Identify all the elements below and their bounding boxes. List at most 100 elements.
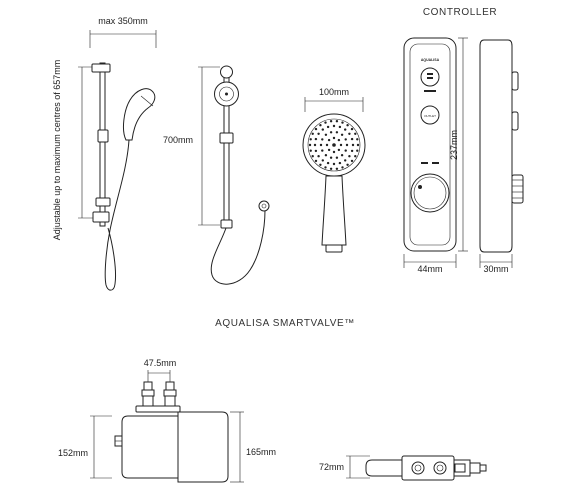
nozzle bbox=[335, 120, 339, 123]
nozzle bbox=[309, 149, 312, 152]
nozzle bbox=[317, 155, 320, 158]
nozzle bbox=[338, 161, 342, 165]
inlet-centres-dimension: 47.5mm bbox=[144, 358, 177, 368]
nozzle bbox=[327, 148, 331, 152]
nozzle bbox=[346, 124, 349, 127]
riser-rail-kit: max 350mm Adjustable up to maximum centr… bbox=[52, 16, 157, 291]
nozzle bbox=[354, 155, 357, 158]
nozzle bbox=[350, 127, 354, 131]
nozzle bbox=[356, 138, 359, 141]
side-button-middle bbox=[511, 111, 519, 131]
nozzle bbox=[319, 163, 322, 166]
valve-body-right bbox=[177, 411, 229, 483]
nozzle bbox=[335, 131, 339, 134]
nozzle bbox=[311, 132, 314, 135]
nozzle bbox=[356, 149, 359, 152]
nozzle bbox=[313, 143, 317, 147]
nozzle bbox=[344, 128, 347, 131]
nozzle bbox=[332, 124, 336, 128]
outlet-button-middle-label: OUTLET bbox=[424, 114, 436, 118]
rail-height-dimension: 700mm bbox=[163, 135, 193, 145]
max-width-dimension: max 350mm bbox=[98, 16, 148, 26]
controller-side-view: 30mm bbox=[479, 39, 524, 274]
nozzle bbox=[325, 143, 329, 147]
valve-height-left-dimension: 152mm bbox=[58, 448, 88, 458]
nozzle bbox=[327, 138, 331, 142]
nozzle bbox=[324, 166, 327, 169]
nozzle bbox=[324, 133, 328, 136]
nozzle bbox=[321, 149, 324, 152]
nozzle bbox=[329, 131, 333, 134]
nozzle bbox=[350, 149, 354, 153]
nozzle bbox=[332, 136, 336, 140]
nozzle bbox=[354, 132, 357, 135]
handset-front-view: 100mm bbox=[302, 87, 366, 253]
nozzle bbox=[337, 138, 341, 142]
top-wall-bracket bbox=[91, 63, 111, 73]
controller-side-body bbox=[479, 39, 513, 253]
nozzle bbox=[350, 137, 354, 141]
nozzle bbox=[356, 143, 360, 147]
nozzle bbox=[324, 121, 327, 124]
spray-nozzles bbox=[308, 120, 360, 170]
nozzle bbox=[348, 132, 351, 135]
nozzle bbox=[338, 125, 342, 129]
nozzle bbox=[344, 138, 347, 141]
riser-rail bbox=[99, 62, 106, 227]
side-dial bbox=[511, 174, 524, 204]
nozzle bbox=[337, 148, 341, 152]
handset-side-view bbox=[122, 88, 156, 141]
nozzle bbox=[351, 143, 355, 147]
nozzle bbox=[329, 156, 333, 159]
nozzle bbox=[341, 166, 344, 169]
nozzle bbox=[314, 137, 318, 141]
nozzle bbox=[348, 155, 351, 158]
smartvalve-top-view: 72mm bbox=[319, 455, 487, 481]
nozzle bbox=[319, 124, 322, 127]
nozzle bbox=[332, 150, 336, 154]
nozzle bbox=[324, 154, 328, 157]
controller-width-dimension: 44mm bbox=[417, 264, 442, 274]
nozzle bbox=[321, 128, 324, 131]
nozzle bbox=[332, 162, 336, 166]
bottom-wall-bracket bbox=[92, 211, 110, 223]
nozzle bbox=[319, 143, 323, 147]
smartvalve-front-view: 47.5mm 152mm 165mm bbox=[58, 358, 276, 483]
handset-handle bbox=[321, 175, 347, 246]
nozzle bbox=[326, 125, 330, 129]
nozzle bbox=[340, 133, 344, 136]
nozzle bbox=[335, 156, 339, 159]
nozzle bbox=[344, 149, 347, 152]
nozzle bbox=[344, 159, 347, 162]
temperature-dial[interactable] bbox=[410, 173, 450, 213]
valve-body-left bbox=[121, 415, 179, 479]
nozzle bbox=[329, 167, 333, 170]
nozzle bbox=[314, 149, 318, 153]
nozzle bbox=[345, 143, 349, 147]
controller-height-dimension: 237mm bbox=[449, 130, 459, 160]
controller-front-view: AQUALISA OUTLET 237mm 44mm bbox=[403, 37, 468, 274]
nozzle bbox=[314, 159, 318, 163]
adjustable-centres-dimension: Adjustable up to maximum centres of 657m… bbox=[52, 60, 62, 241]
nozzle bbox=[311, 155, 314, 158]
valve-height-right-dimension: 165mm bbox=[246, 447, 276, 457]
nozzle bbox=[329, 120, 333, 123]
nozzle bbox=[321, 159, 324, 162]
nozzle bbox=[308, 143, 312, 147]
nozzle bbox=[340, 154, 344, 157]
controller-logo: AQUALISA bbox=[421, 58, 440, 62]
inlet-fittings bbox=[135, 381, 181, 413]
outlet-button-middle[interactable] bbox=[420, 105, 440, 125]
controller-depth-dimension: 30mm bbox=[483, 264, 508, 274]
side-button-top bbox=[511, 71, 519, 91]
nozzle bbox=[314, 127, 318, 131]
nozzle bbox=[317, 132, 320, 135]
smartvalve-heading: AQUALISA SMARTVALVE™ bbox=[215, 318, 355, 329]
nozzle bbox=[309, 138, 312, 141]
rail-with-round-handset: 700mm bbox=[163, 65, 270, 285]
nozzle bbox=[335, 167, 339, 170]
nozzle bbox=[332, 143, 336, 147]
nozzle bbox=[339, 143, 343, 147]
controller-heading: CONTROLLER bbox=[423, 7, 497, 18]
